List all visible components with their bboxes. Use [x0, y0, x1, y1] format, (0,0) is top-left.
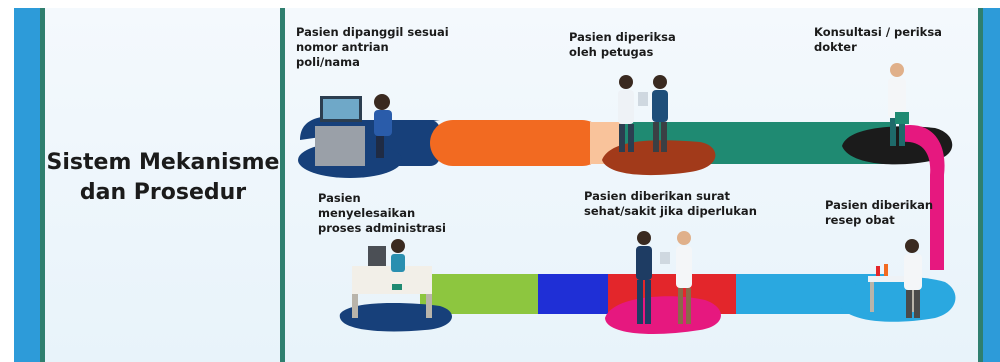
right-green-stripe	[978, 8, 983, 362]
administrator-figure	[352, 239, 432, 318]
step-caption-doctor: Konsultasi / periksa dokter	[814, 25, 944, 55]
step-caption-examine-text: Pasien diperiksa oleh petugas	[569, 30, 676, 59]
receptionist-figure	[315, 94, 392, 166]
step-caption-admin-text: Pasien menyelesaikan proses administrasi	[318, 191, 446, 235]
left-margin	[0, 0, 14, 362]
step-caption-prescription: Pasien diberikan resep obat	[825, 198, 935, 228]
left-accent-bar	[14, 8, 40, 362]
step-caption-doctor-text: Konsultasi / periksa dokter	[814, 25, 942, 54]
step4-floor	[339, 303, 452, 332]
path-segment-orange	[430, 120, 605, 166]
step-caption-call: Pasien dipanggil sesuai nomor antrian po…	[296, 25, 456, 70]
path-segment-magenta-curve	[900, 124, 945, 270]
step-caption-prescription-text: Pasien diberikan resep obat	[825, 198, 934, 227]
page-title: Sistem Mekanisme dan Prosedur	[46, 150, 280, 205]
doctor-figure	[888, 63, 909, 146]
step5-floor	[605, 296, 721, 334]
step-caption-certificate: Pasien diberikan surat sehat/sakit jika …	[584, 189, 759, 219]
right-accent-bar	[983, 8, 1000, 362]
step-caption-certificate-text: Pasien diberikan surat sehat/sakit jika …	[584, 189, 757, 218]
pharmacist-figure	[868, 239, 922, 318]
step-caption-admin: Pasien menyelesaikan proses administrasi	[318, 191, 458, 236]
step-caption-call-text: Pasien dipanggil sesuai nomor antrian po…	[296, 25, 449, 69]
certificate-figures	[636, 231, 692, 324]
divider-stripe	[280, 8, 285, 362]
step6-floor	[838, 276, 956, 322]
title-panel	[45, 8, 280, 362]
path-segment-blue	[538, 274, 610, 314]
officer-figures	[618, 75, 668, 152]
left-green-stripe	[40, 8, 45, 362]
step-caption-examine: Pasien diperiksa oleh petugas	[569, 30, 704, 60]
